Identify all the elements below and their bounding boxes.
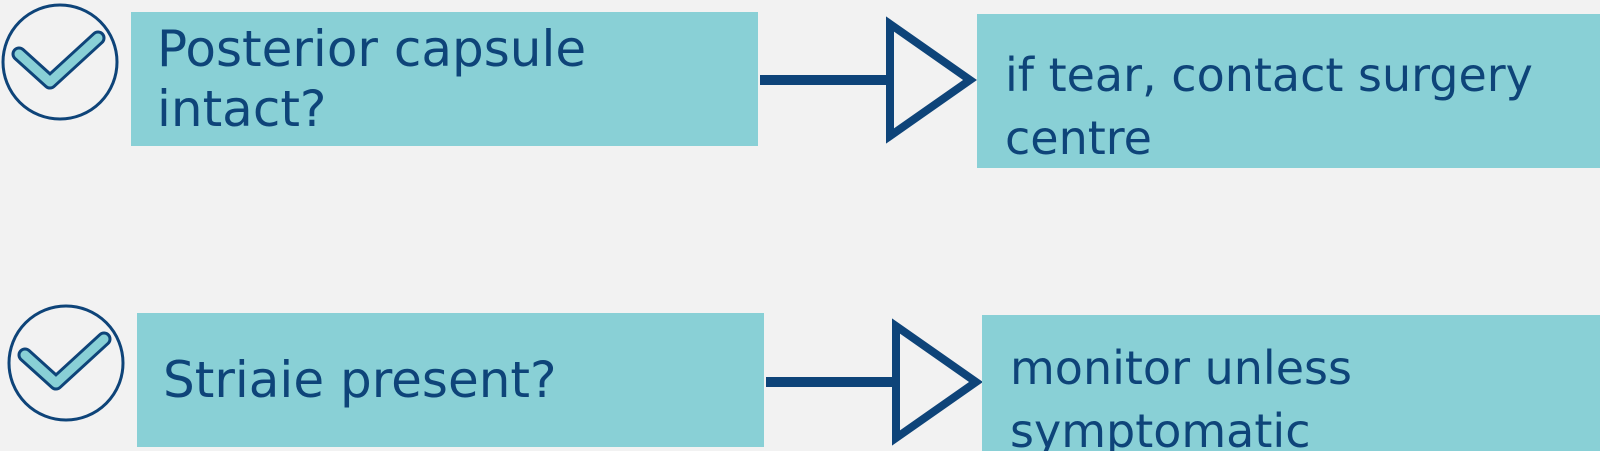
arrow-right-icon <box>766 318 983 446</box>
question-text: Striaie present? <box>163 351 557 409</box>
result-text: monitor unless symptomatic <box>1010 341 1352 451</box>
question-box: Striaie present? <box>137 313 764 447</box>
check-circle-icon <box>7 304 125 422</box>
result-box: if tear, contact surgery centre <box>977 14 1600 168</box>
arrow-right-icon <box>760 16 977 144</box>
check-circle-icon <box>1 3 119 121</box>
result-text: if tear, contact surgery centre <box>1005 48 1533 165</box>
question-text: Posterior capsule intact? <box>157 20 587 138</box>
question-box: Posterior capsule intact? <box>131 12 758 146</box>
result-box: monitor unless symptomatic <box>982 315 1600 451</box>
